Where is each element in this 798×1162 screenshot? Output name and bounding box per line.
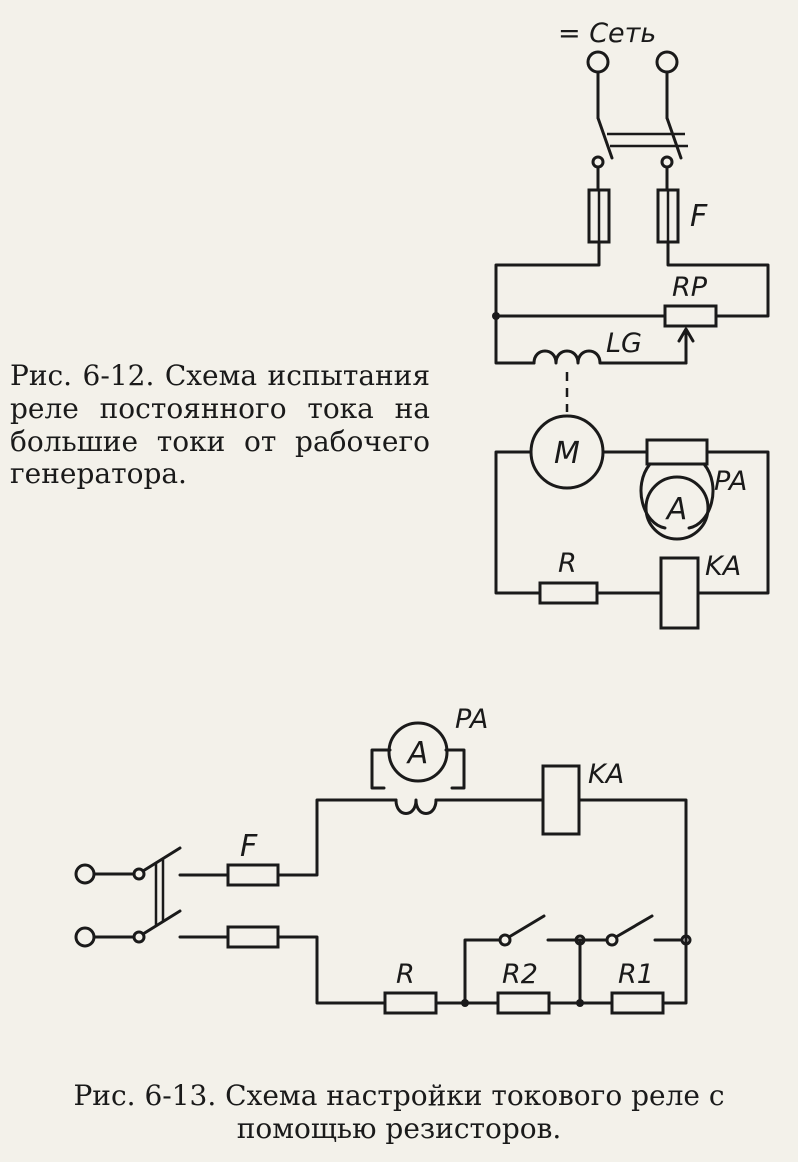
input-leads: [92, 872, 136, 939]
switch-blades: [596, 116, 683, 160]
figure-6-13-caption: Рис. 6-13. Схема настройки токового реле…: [73, 1079, 725, 1145]
relay-label: KA: [705, 551, 741, 582]
fuse-elements: [597, 190, 670, 242]
bypass-tap-junction: [574, 934, 586, 946]
junction-right: [680, 934, 692, 946]
supply-terminal-right: [655, 50, 679, 74]
fuse-label: F: [240, 829, 258, 864]
armature-wire-right: [696, 450, 770, 595]
figure-6-13-schematic: F A PA KA R R2 R1: [74, 704, 692, 1015]
resistor-R: [538, 581, 599, 605]
fuse-label: F: [690, 199, 708, 234]
fuse-bottom: [226, 925, 280, 949]
switch-blades: [141, 846, 182, 936]
junction-field: [492, 312, 500, 320]
ammeter-leads: [639, 462, 715, 530]
ammeter-ref-label: PA: [714, 466, 747, 497]
rheostat: [663, 304, 718, 328]
resistor-R2: [496, 991, 551, 1015]
input-terminal-bottom: [74, 926, 96, 948]
ammeter-symbol: [644, 475, 710, 541]
switch-pivot-top: [132, 867, 146, 881]
armature-wire-left: [494, 450, 542, 595]
ammeter-loop: [370, 748, 466, 790]
supply-label: = Сеть: [558, 18, 656, 49]
bypass-switch-R1-pivot: [605, 933, 619, 947]
input-terminal-top: [74, 863, 96, 885]
bypass-switch-R2-pivot: [498, 933, 512, 947]
generator-label: M: [554, 436, 580, 471]
field-winding: [532, 349, 688, 365]
field-label: LG: [606, 328, 642, 359]
field-wire-right: [666, 240, 770, 318]
figure-6-12-caption: Рис. 6-12. Схема испытания реле постоянн…: [10, 359, 430, 491]
relay-coil: [541, 764, 581, 836]
supply-terminal-left: [586, 50, 610, 74]
field-wire-left: [494, 240, 601, 365]
bypass-switch-R1-blade: [614, 914, 654, 939]
ammeter-symbol: [387, 721, 449, 783]
wire-fuse-to-ammeter: [276, 798, 398, 877]
relay-label: KA: [588, 759, 624, 790]
ammeter-label: A: [406, 736, 429, 771]
resistor-label: R: [396, 959, 415, 990]
rheostat-label: RP: [672, 272, 708, 303]
wire-lower-branch: [276, 935, 387, 1005]
bypass-R2-wire: [463, 938, 502, 1005]
resistor-R: [383, 991, 438, 1015]
ammeter-ref-label: PA: [455, 704, 488, 735]
relay-coil: [659, 556, 700, 630]
current-transformer: [394, 798, 438, 815]
figure-6-12-schematic: = Сеть F RP LG M: [492, 18, 770, 630]
ammeter-shunt: [645, 438, 709, 466]
wire-relay-return: [577, 798, 688, 940]
switch-leads: [596, 165, 669, 192]
switch-linkage: [154, 858, 165, 926]
supply-leads: [596, 70, 669, 120]
resistor-label: R: [558, 548, 577, 579]
switch-linkage: [607, 132, 688, 148]
switch-pivot-bottom: [132, 930, 146, 944]
switch-out-leads: [178, 873, 230, 939]
wire-R1-return: [661, 936, 688, 1005]
resistor-R1: [610, 991, 665, 1015]
resistor1-label: R1: [618, 959, 654, 990]
rheostat-arrow-icon: [677, 327, 695, 343]
resistor2-label: R2: [502, 959, 538, 990]
ammeter-label: A: [665, 492, 688, 527]
fuse-top: [226, 863, 280, 887]
bypass-switch-R2-blade: [507, 914, 546, 939]
